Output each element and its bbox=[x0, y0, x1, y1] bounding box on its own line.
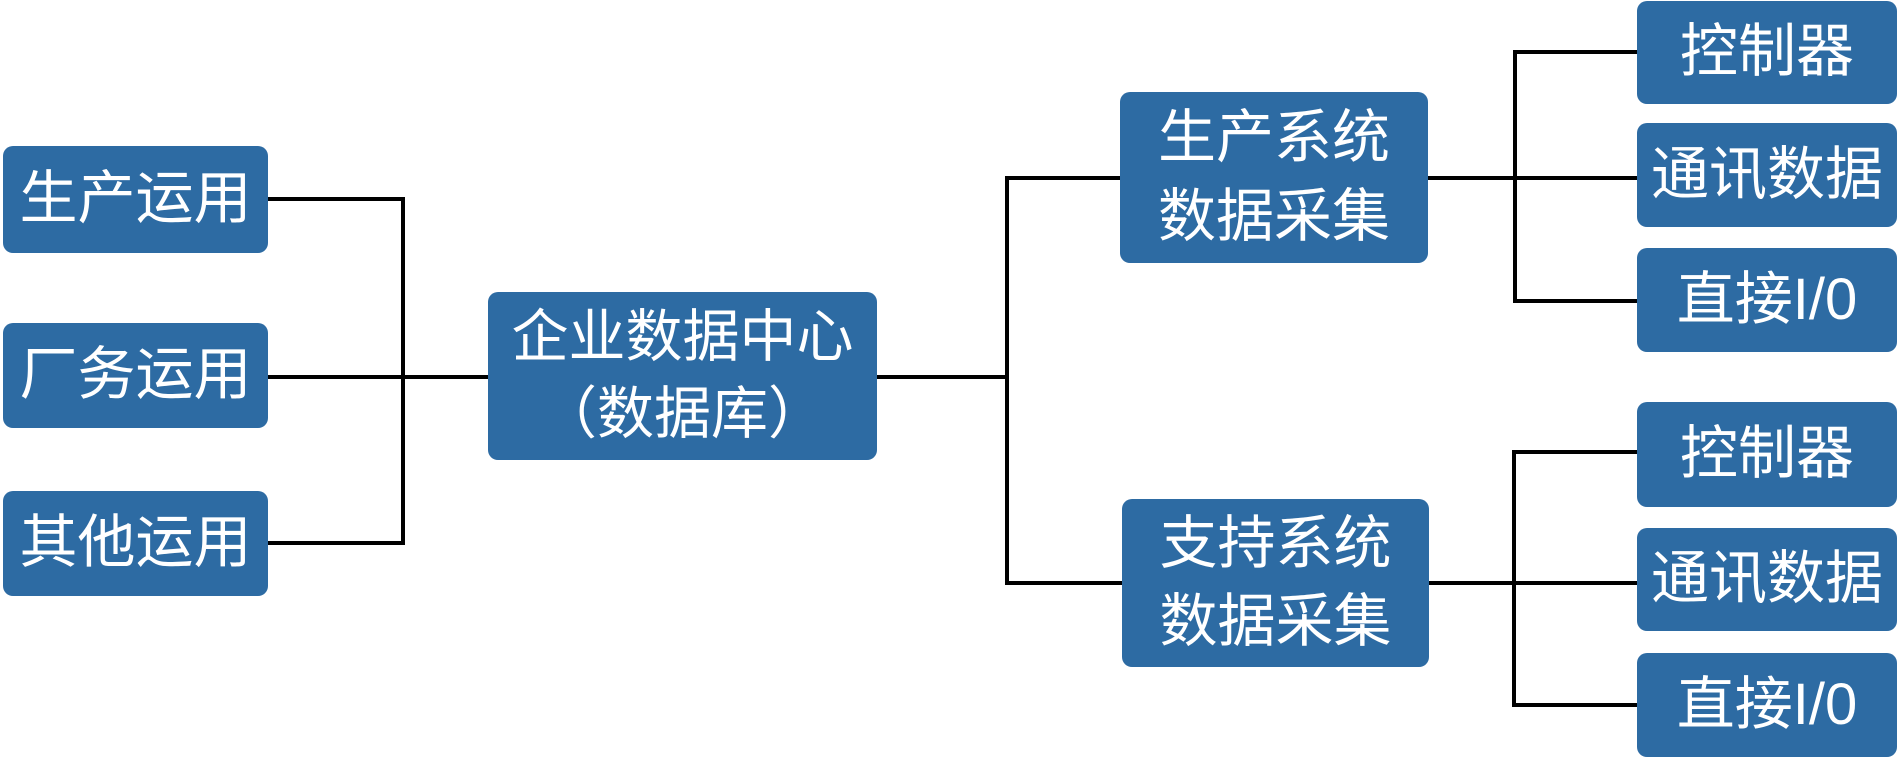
node-label: 控制器 bbox=[1679, 421, 1854, 487]
node-label-line1: 企业数据中心 bbox=[511, 305, 854, 370]
node-top-comm-data: 通讯数据 bbox=[1637, 123, 1897, 227]
connector-right-vertical bbox=[1005, 176, 1009, 585]
connector-other-app-h bbox=[268, 541, 405, 545]
node-enterprise-data-center: 企业数据中心 （数据库） bbox=[488, 292, 877, 460]
node-label-line1: 生产系统 bbox=[1157, 105, 1390, 171]
connector-bottom-direct-io-h bbox=[1514, 703, 1637, 707]
connector-bottom-cluster-vertical bbox=[1512, 450, 1516, 707]
connector-production-app-h bbox=[268, 197, 405, 201]
connector-split-to-support-h bbox=[1009, 581, 1122, 585]
node-label: 其他运用 bbox=[19, 510, 252, 576]
node-plant-app: 厂务运用 bbox=[3, 323, 268, 428]
connector-center-to-split-h bbox=[877, 375, 1009, 379]
node-label: 通讯数据 bbox=[1650, 141, 1883, 207]
connector-left-vertical bbox=[401, 197, 405, 545]
node-label: 直接I/0 bbox=[1676, 266, 1858, 332]
connector-plant-app-to-center-h bbox=[268, 375, 488, 379]
node-bottom-controller: 控制器 bbox=[1637, 402, 1897, 507]
node-label: 控制器 bbox=[1679, 19, 1854, 85]
node-label: 直接I/0 bbox=[1676, 671, 1858, 737]
connector-split-to-production-h bbox=[1009, 176, 1120, 180]
node-production-app: 生产运用 bbox=[3, 146, 268, 253]
node-label: 生产运用 bbox=[19, 166, 252, 232]
connector-production-to-comm-h bbox=[1428, 176, 1637, 180]
node-top-controller: 控制器 bbox=[1637, 1, 1897, 104]
connector-top-cluster-vertical bbox=[1513, 50, 1517, 303]
node-bottom-direct-io: 直接I/0 bbox=[1637, 653, 1897, 757]
node-bottom-comm-data: 通讯数据 bbox=[1637, 528, 1897, 631]
node-label: 厂务运用 bbox=[19, 342, 252, 408]
node-label-line2: 数据采集 bbox=[1157, 183, 1390, 249]
connector-support-to-comm-h bbox=[1429, 581, 1637, 585]
node-support-system-collection: 支持系统 数据采集 bbox=[1122, 499, 1429, 667]
node-other-app: 其他运用 bbox=[3, 491, 268, 596]
node-label-line2: （数据库） bbox=[540, 382, 825, 446]
node-label-line1: 支持系统 bbox=[1159, 510, 1392, 576]
connector-top-direct-io-h bbox=[1515, 299, 1637, 303]
node-production-system-collection: 生产系统 数据采集 bbox=[1120, 92, 1428, 263]
connector-bottom-controller-h bbox=[1514, 450, 1637, 454]
connector-top-controller-h bbox=[1515, 50, 1637, 54]
node-top-direct-io: 直接I/0 bbox=[1637, 248, 1897, 352]
node-label: 通讯数据 bbox=[1650, 546, 1883, 612]
node-label-line2: 数据采集 bbox=[1159, 589, 1392, 654]
